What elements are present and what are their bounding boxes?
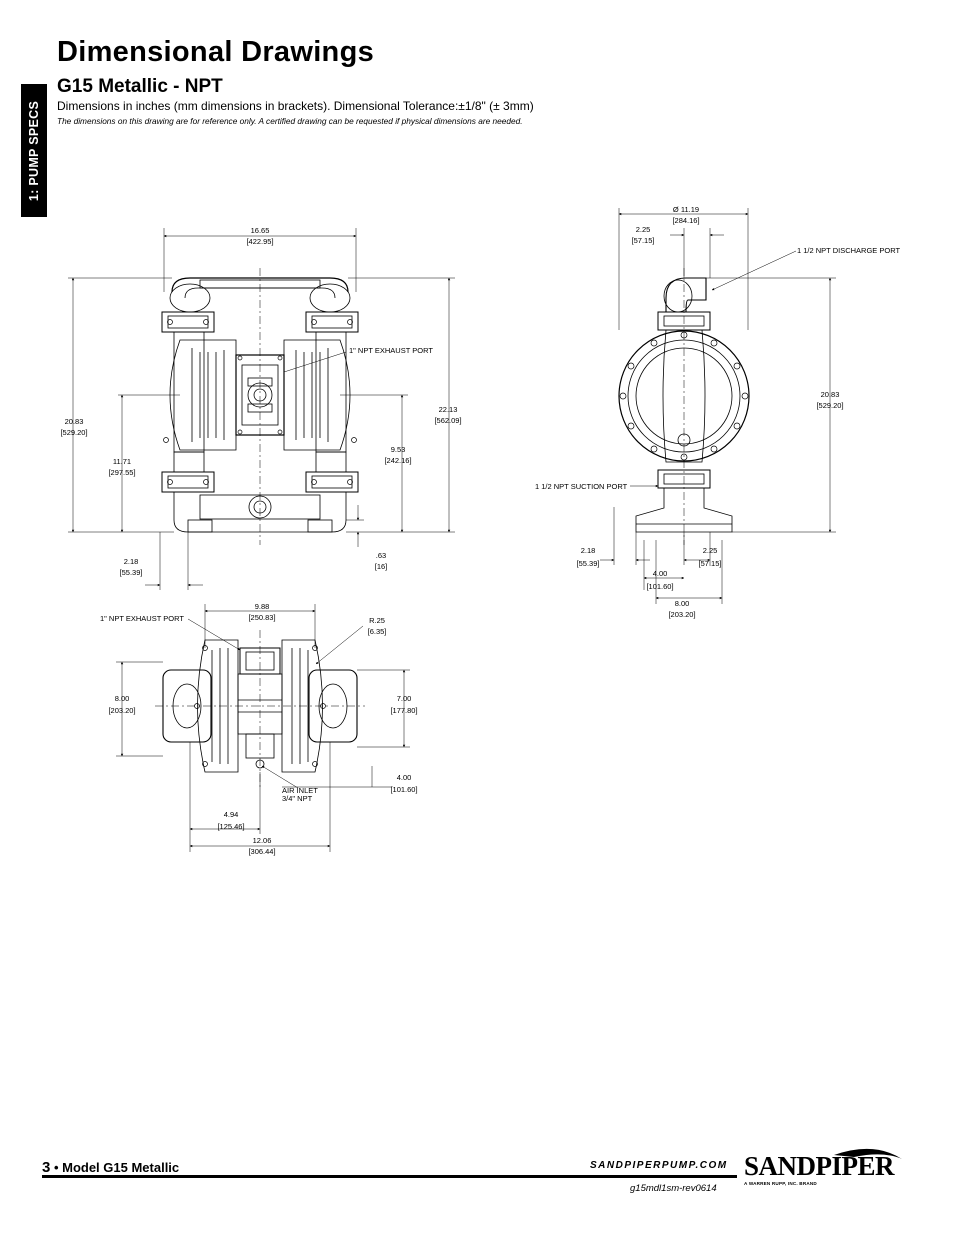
front-view-labels: 16.65 [422.95] 20.83 [529.20] 22.13 [562… [60, 226, 461, 577]
side-view-labels: Ø 11.19 [284.16] 2.25 [57.15] 20.83 [529… [535, 205, 901, 619]
top-half-width-mm: [125.46] [217, 822, 244, 831]
sandpiper-logo: SANDPIPER A WARREN RUPP, INC. BRAND [744, 1145, 904, 1190]
reference-disclaimer: The dimensions on this drawing are for r… [57, 116, 523, 126]
section-subtitle: G15 Metallic - NPT [57, 76, 223, 97]
footer-website: SANDPIPERPUMP.COM [590, 1160, 728, 1171]
air-inlet-size-label: 3/4" NPT [282, 794, 313, 803]
top-radius-in: R.25 [369, 616, 385, 625]
top-exhaust-port-label: 1" NPT EXHAUST PORT [100, 614, 184, 623]
side-foot-mid-mm: [101.60] [646, 582, 673, 591]
front-base-in: .63 [376, 551, 386, 560]
top-width-mm: [250.83] [248, 613, 275, 622]
side-top-offset-mm: [57.15] [632, 236, 655, 245]
front-total-height-mm: [562.09] [434, 416, 461, 425]
top-view-dimensions [116, 604, 410, 852]
side-top-offset-in: 2.25 [636, 225, 651, 234]
suction-port-label: 1 1/2 NPT SUCTION PORT [535, 482, 628, 491]
footer-model: • Model G15 Metallic [50, 1160, 180, 1175]
front-exhaust-port-label: 1" NPT EXHAUST PORT [349, 346, 433, 355]
front-total-height-in: 22.13 [439, 405, 458, 414]
front-mid-height-in: 11.71 [113, 457, 131, 466]
top-width-in: 9.88 [255, 602, 270, 611]
top-view-labels: 9.88 [250.83] R.25 [6.35] 8.00 [203.20] … [100, 602, 418, 856]
front-view-dimensions [68, 228, 455, 590]
top-inlet-offset-mm: [101.60] [390, 785, 417, 794]
side-foot-mid-in: 4.00 [653, 569, 668, 578]
front-height-mm: [529.20] [60, 428, 87, 437]
front-foot-offset-in: 2.18 [124, 557, 139, 566]
discharge-port-label: 1 1/2 NPT DISCHARGE PORT [797, 246, 901, 255]
front-mid-height-mm: [297.55] [108, 468, 135, 477]
top-radius-mm: [6.35] [368, 627, 387, 636]
front-exhaust-height-in: 9.53 [391, 445, 406, 454]
front-view-drawing [161, 268, 359, 545]
top-depth-mm: [203.20] [108, 706, 135, 715]
side-foot-right-mm: [57.15] [699, 559, 722, 568]
side-view-dimensions [600, 208, 836, 604]
side-height-mm: [529.20] [816, 401, 843, 410]
logo-swoosh-icon [834, 1148, 902, 1159]
side-foot-left-mm: [55.39] [577, 559, 600, 568]
logo-text: SANDPIPER [744, 1151, 895, 1181]
top-total-width-mm: [306.44] [248, 847, 275, 856]
page-number: 3 [42, 1159, 51, 1176]
top-half-width-in: 4.94 [224, 810, 239, 819]
top-total-width-in: 12.06 [253, 836, 272, 845]
front-height-in: 20.83 [65, 417, 84, 426]
front-exhaust-height-mm: [242.16] [384, 456, 411, 465]
top-depth-in: 8.00 [115, 694, 130, 703]
side-height-in: 20.83 [821, 390, 840, 399]
section-side-tab: 1: PUMP SPECS [21, 84, 47, 217]
side-foot-total-in: 8.00 [675, 599, 690, 608]
top-depth-inner-in: 7.00 [397, 694, 412, 703]
side-foot-left-in: 2.18 [581, 546, 596, 555]
air-inlet-label: AIR INLET [282, 786, 318, 795]
side-foot-right-in: 2.25 [703, 546, 718, 555]
top-inlet-offset-in: 4.00 [397, 773, 412, 782]
side-diameter-mm: [284.16] [672, 216, 699, 225]
top-depth-inner-mm: [177.80] [390, 706, 417, 715]
front-foot-offset-mm: [55.39] [120, 568, 143, 577]
document-code: g15mdl1sm-rev0614 [630, 1183, 717, 1194]
top-view-drawing [155, 630, 365, 790]
footer-page-label: 3 • Model G15 Metallic [42, 1159, 179, 1176]
front-width-mm: [422.95] [246, 237, 273, 246]
front-width-in: 16.65 [251, 226, 270, 235]
logo-subtext: A WARREN RUPP, INC. BRAND [744, 1181, 817, 1186]
page-title: Dimensional Drawings [57, 36, 375, 68]
dimension-note: Dimensions in inches (mm dimensions in b… [57, 99, 534, 113]
footer-rule [42, 1175, 737, 1178]
side-view-drawing [618, 268, 750, 545]
front-base-mm: [16] [375, 562, 388, 571]
side-foot-total-mm: [203.20] [668, 610, 695, 619]
side-diameter-in: Ø 11.19 [673, 205, 699, 214]
